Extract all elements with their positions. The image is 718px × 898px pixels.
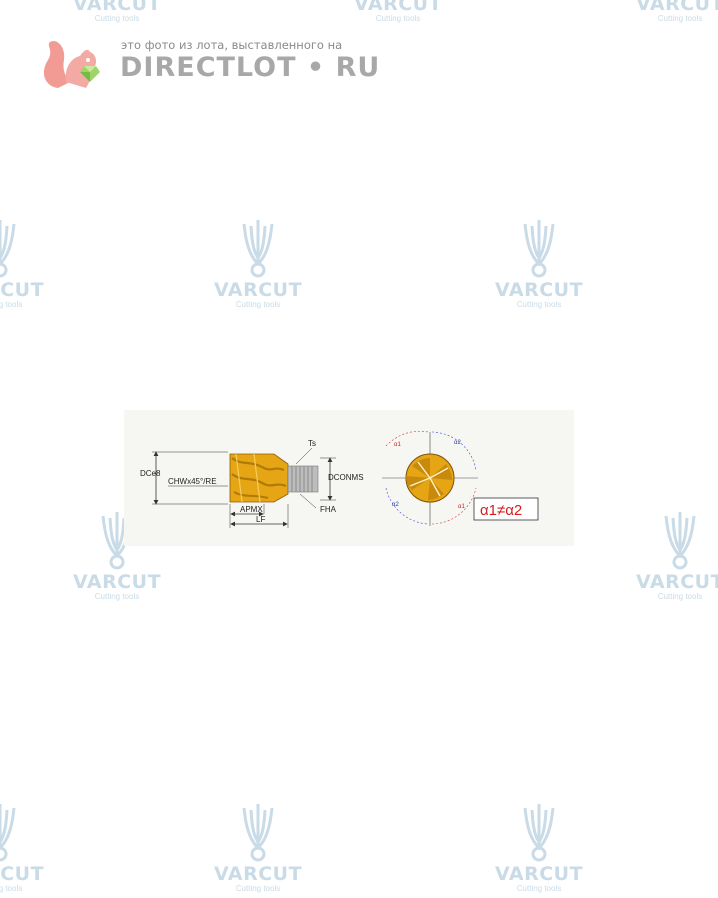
- angle-a2-top: α2: [454, 440, 461, 446]
- watermark-title: VARCUT: [72, 0, 162, 15]
- header-brand: DIRECTLOT • RU: [120, 52, 381, 83]
- varcut-logo-icon: [0, 804, 16, 862]
- varcut-watermark: VARCUT Cutting tools: [57, 512, 177, 602]
- varcut-logo-icon: [523, 804, 555, 862]
- varcut-logo-icon: [523, 220, 555, 278]
- watermark-title: VARCUT: [635, 0, 718, 15]
- watermark-title: VARCUT: [213, 863, 303, 885]
- watermark-subtitle: Cutting tools: [657, 592, 703, 601]
- varcut-watermark: VARCUT Cutting tools: [338, 0, 458, 24]
- varcut-watermark: VARCUT Cutting tools: [198, 804, 318, 894]
- watermark-title: VARCUT: [72, 571, 162, 593]
- angle-a2-bottom: α2: [392, 502, 399, 508]
- watermark-subtitle: Cutting tools: [516, 884, 562, 893]
- label-chw: CHWx45°/RE: [168, 477, 217, 486]
- varcut-logo-icon: [101, 512, 133, 570]
- watermark-subtitle: Cutting tools: [657, 14, 703, 23]
- label-apmx: APMX: [240, 505, 263, 514]
- end-mill-drawing: DCe8 CHWx45°/RE Ts DCONMS APMX: [124, 410, 574, 546]
- angle-a1-bottom: α1: [458, 504, 465, 510]
- varcut-watermark: VARCUT Cutting tools: [57, 0, 177, 24]
- watermark-title: VARCUT: [0, 279, 45, 301]
- directlot-header: это фото из лота, выставленного на DIREC…: [40, 36, 379, 96]
- squirrel-logo-icon: [43, 40, 100, 88]
- label-fha: FHA: [320, 505, 337, 514]
- watermark-title: VARCUT: [213, 279, 303, 301]
- label-dconms: DCONMS: [328, 473, 364, 482]
- end-mill-thread: [287, 465, 319, 493]
- header-caption: это фото из лота, выставленного на: [121, 38, 343, 52]
- varcut-logo-icon: [664, 512, 696, 570]
- formula-box: [473, 497, 539, 521]
- fha-leader-line: [299, 493, 317, 509]
- watermark-subtitle: Cutting tools: [94, 14, 140, 23]
- varcut-logo-icon: [242, 220, 274, 278]
- watermark-subtitle: Cutting tools: [94, 592, 140, 601]
- watermark-subtitle: Cutting tools: [0, 300, 23, 309]
- varcut-watermark: VARCUT Cutting tools: [0, 804, 60, 894]
- varcut-watermark: VARCUT Cutting tools: [479, 804, 599, 894]
- watermark-subtitle: Cutting tools: [516, 300, 562, 309]
- angle-a1-top: α1: [394, 442, 401, 448]
- end-mill-diagram: DCe8 CHWx45°/RE Ts DCONMS APMX: [140, 430, 539, 528]
- watermark-title: VARCUT: [494, 279, 584, 301]
- label-ts: Ts: [308, 439, 316, 448]
- watermark-subtitle: Cutting tools: [375, 14, 421, 23]
- watermark-subtitle: Cutting tools: [0, 884, 23, 893]
- ts-leader-line: [295, 447, 313, 465]
- varcut-watermark: VARCUT Cutting tools: [620, 0, 718, 24]
- watermark-title: VARCUT: [494, 863, 584, 885]
- watermark-title: VARCUT: [0, 863, 45, 885]
- varcut-watermark: VARCUT Cutting tools: [620, 512, 718, 602]
- end-view: [382, 430, 478, 526]
- varcut-watermark: VARCUT Cutting tools: [198, 220, 318, 310]
- watermark-title: VARCUT: [635, 571, 718, 593]
- varcut-logo-icon: [0, 220, 16, 278]
- end-mill-head: [229, 453, 289, 503]
- watermark-subtitle: Cutting tools: [235, 884, 281, 893]
- varcut-watermark: VARCUT Cutting tools: [479, 220, 599, 310]
- label-dc: DCe8: [140, 469, 161, 478]
- varcut-watermark: VARCUT Cutting tools: [0, 220, 60, 310]
- varcut-logo-icon: [242, 804, 274, 862]
- label-lf: LF: [256, 515, 265, 524]
- watermark-title: VARCUT: [353, 0, 443, 15]
- formula-text: α1≠α2: [480, 502, 522, 519]
- watermark-subtitle: Cutting tools: [235, 300, 281, 309]
